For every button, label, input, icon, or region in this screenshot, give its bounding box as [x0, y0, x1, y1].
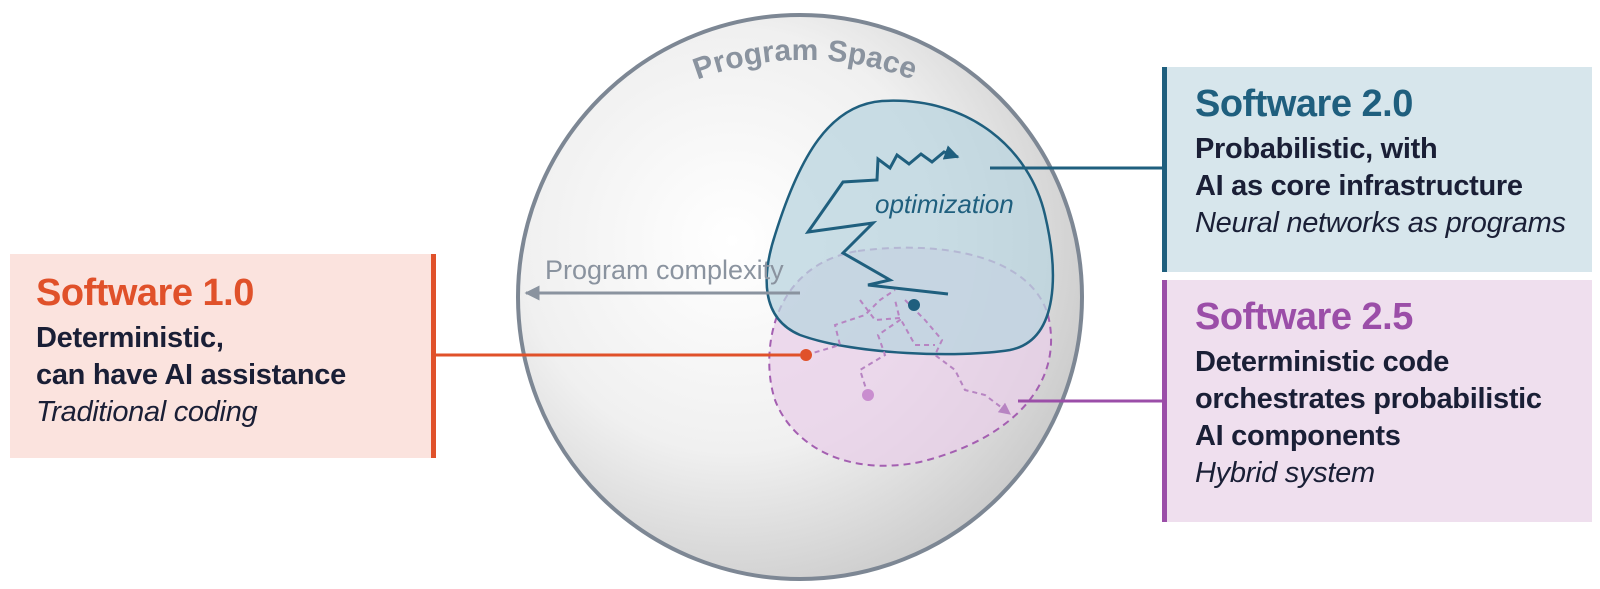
software-2-5-subtitle: Hybrid system: [1195, 457, 1375, 489]
software-2-0-subtitle: Neural networks as programs: [1195, 207, 1566, 239]
software-2-5-dot: [862, 389, 874, 401]
software-1-0-line-1: Deterministic,: [36, 322, 224, 354]
optimization-path: [804, 145, 960, 296]
software-2-0-line-1: Probabilistic, with: [1195, 133, 1438, 165]
program-complexity-label: Program complexity: [545, 255, 784, 285]
software-2-5-line-3: AI components: [1195, 420, 1401, 452]
software-1-0-line-2: can have AI assistance: [36, 359, 346, 391]
software-2-0-start-dot: [908, 299, 920, 311]
software-2-5-line-1: Deterministic code: [1195, 346, 1450, 378]
software-2-5-box: Software 2.5 Deterministic code orchestr…: [1162, 280, 1592, 522]
software-1-0-title: Software 1.0: [36, 272, 254, 314]
software-2-0-title: Software 2.0: [1195, 83, 1413, 125]
software-1-0-subtitle: Traditional coding: [36, 396, 258, 428]
software-1-0-box: Software 1.0 Deterministic, can have AI …: [10, 254, 436, 458]
optimization-label: optimization: [875, 189, 1014, 219]
software-2-5-paths: [805, 289, 1011, 415]
software-2-5-title: Software 2.5: [1195, 296, 1413, 338]
software-2-5-line-2: orchestrates probabilistic: [1195, 383, 1542, 415]
software-1-0-dot: [800, 349, 812, 361]
software-2-0-line-2: AI as core infrastructure: [1195, 170, 1523, 202]
software-2-0-box: Software 2.0 Probabilistic, with AI as c…: [1162, 67, 1592, 272]
software-2-0-region: [765, 99, 1055, 356]
